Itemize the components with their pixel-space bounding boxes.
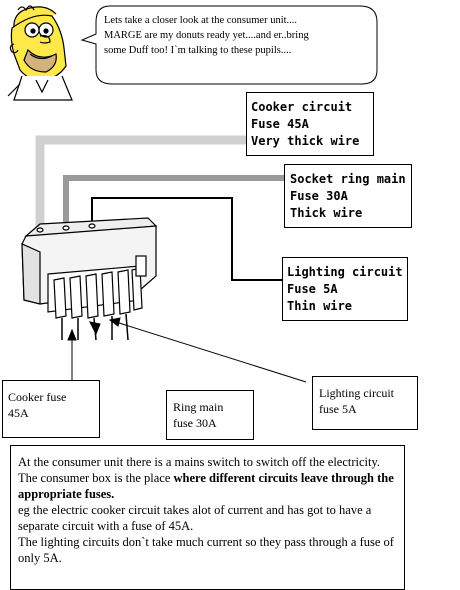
speech-bubble-text: Lets take a closer look at the consumer … <box>104 13 309 58</box>
lighting-wire <box>91 197 284 281</box>
ring-main-fuse-value: fuse 30A <box>173 416 217 430</box>
explanation-emphasis: where different circuits leave through t… <box>18 471 394 501</box>
explanation-paragraph-1: At the consumer unit there is a mains sw… <box>18 454 396 502</box>
lighting-circuit-label: Lighting circuit Fuse 5A Thin wire <box>282 257 408 321</box>
socket-ring-wire-label: Thick wire <box>290 206 363 220</box>
speech-bubble-shape <box>80 5 378 85</box>
explanation-paragraph-2: eg the electric cooker circuit takes alo… <box>18 503 372 533</box>
cooker-fuse-label: Cooker fuse 45A <box>2 380 100 438</box>
cooker-fuse-value: 45A <box>8 406 29 420</box>
lighting-fuse-title: Lighting circuit <box>319 386 394 400</box>
cooker-wire <box>35 135 248 232</box>
cooker-fuse-title: Cooker fuse <box>8 390 67 404</box>
cooker-circuit-title: Cooker circuit <box>251 100 353 114</box>
ring-main-fuse-label: Ring main fuse 30A <box>166 390 254 440</box>
socket-ring-wire <box>63 175 286 232</box>
speech-line: MARGE are my donuts ready yet....and er.… <box>104 30 309 41</box>
lighting-fuse-label: Lighting circuit fuse 5A <box>312 376 418 430</box>
socket-ring-label: Socket ring main Fuse 30A Thick wire <box>284 164 412 228</box>
speech-line: Lets take a closer look at the consumer … <box>104 15 298 26</box>
pointer-arrows <box>67 317 307 383</box>
explanation-text: At the consumer unit there is a mains sw… <box>18 455 381 485</box>
socket-ring-title: Socket ring main <box>290 172 406 186</box>
lighting-circuit-fuse: Fuse 5A <box>287 282 338 296</box>
cooker-circuit-wire: Very thick wire <box>251 134 360 148</box>
explanation-box: At the consumer unit there is a mains sw… <box>10 445 405 590</box>
consumer-unit-drawing <box>21 217 158 341</box>
cooker-circuit-fuse: Fuse 45A <box>251 117 309 131</box>
lighting-circuit-wire: Thin wire <box>287 299 353 313</box>
speech-line: some Duff too! I`m talking to these pupi… <box>104 45 292 56</box>
cooker-circuit-label: Cooker circuit Fuse 45A Very thick wire <box>246 92 374 156</box>
lighting-fuse-value: fuse 5A <box>319 402 357 416</box>
ring-main-fuse-title: Ring main <box>173 400 224 414</box>
lighting-circuit-title: Lighting circuit <box>287 265 403 279</box>
socket-ring-fuse: Fuse 30A <box>290 189 348 203</box>
character-head <box>7 5 73 101</box>
explanation-paragraph-3: The lighting circuits don`t take much cu… <box>18 535 394 565</box>
